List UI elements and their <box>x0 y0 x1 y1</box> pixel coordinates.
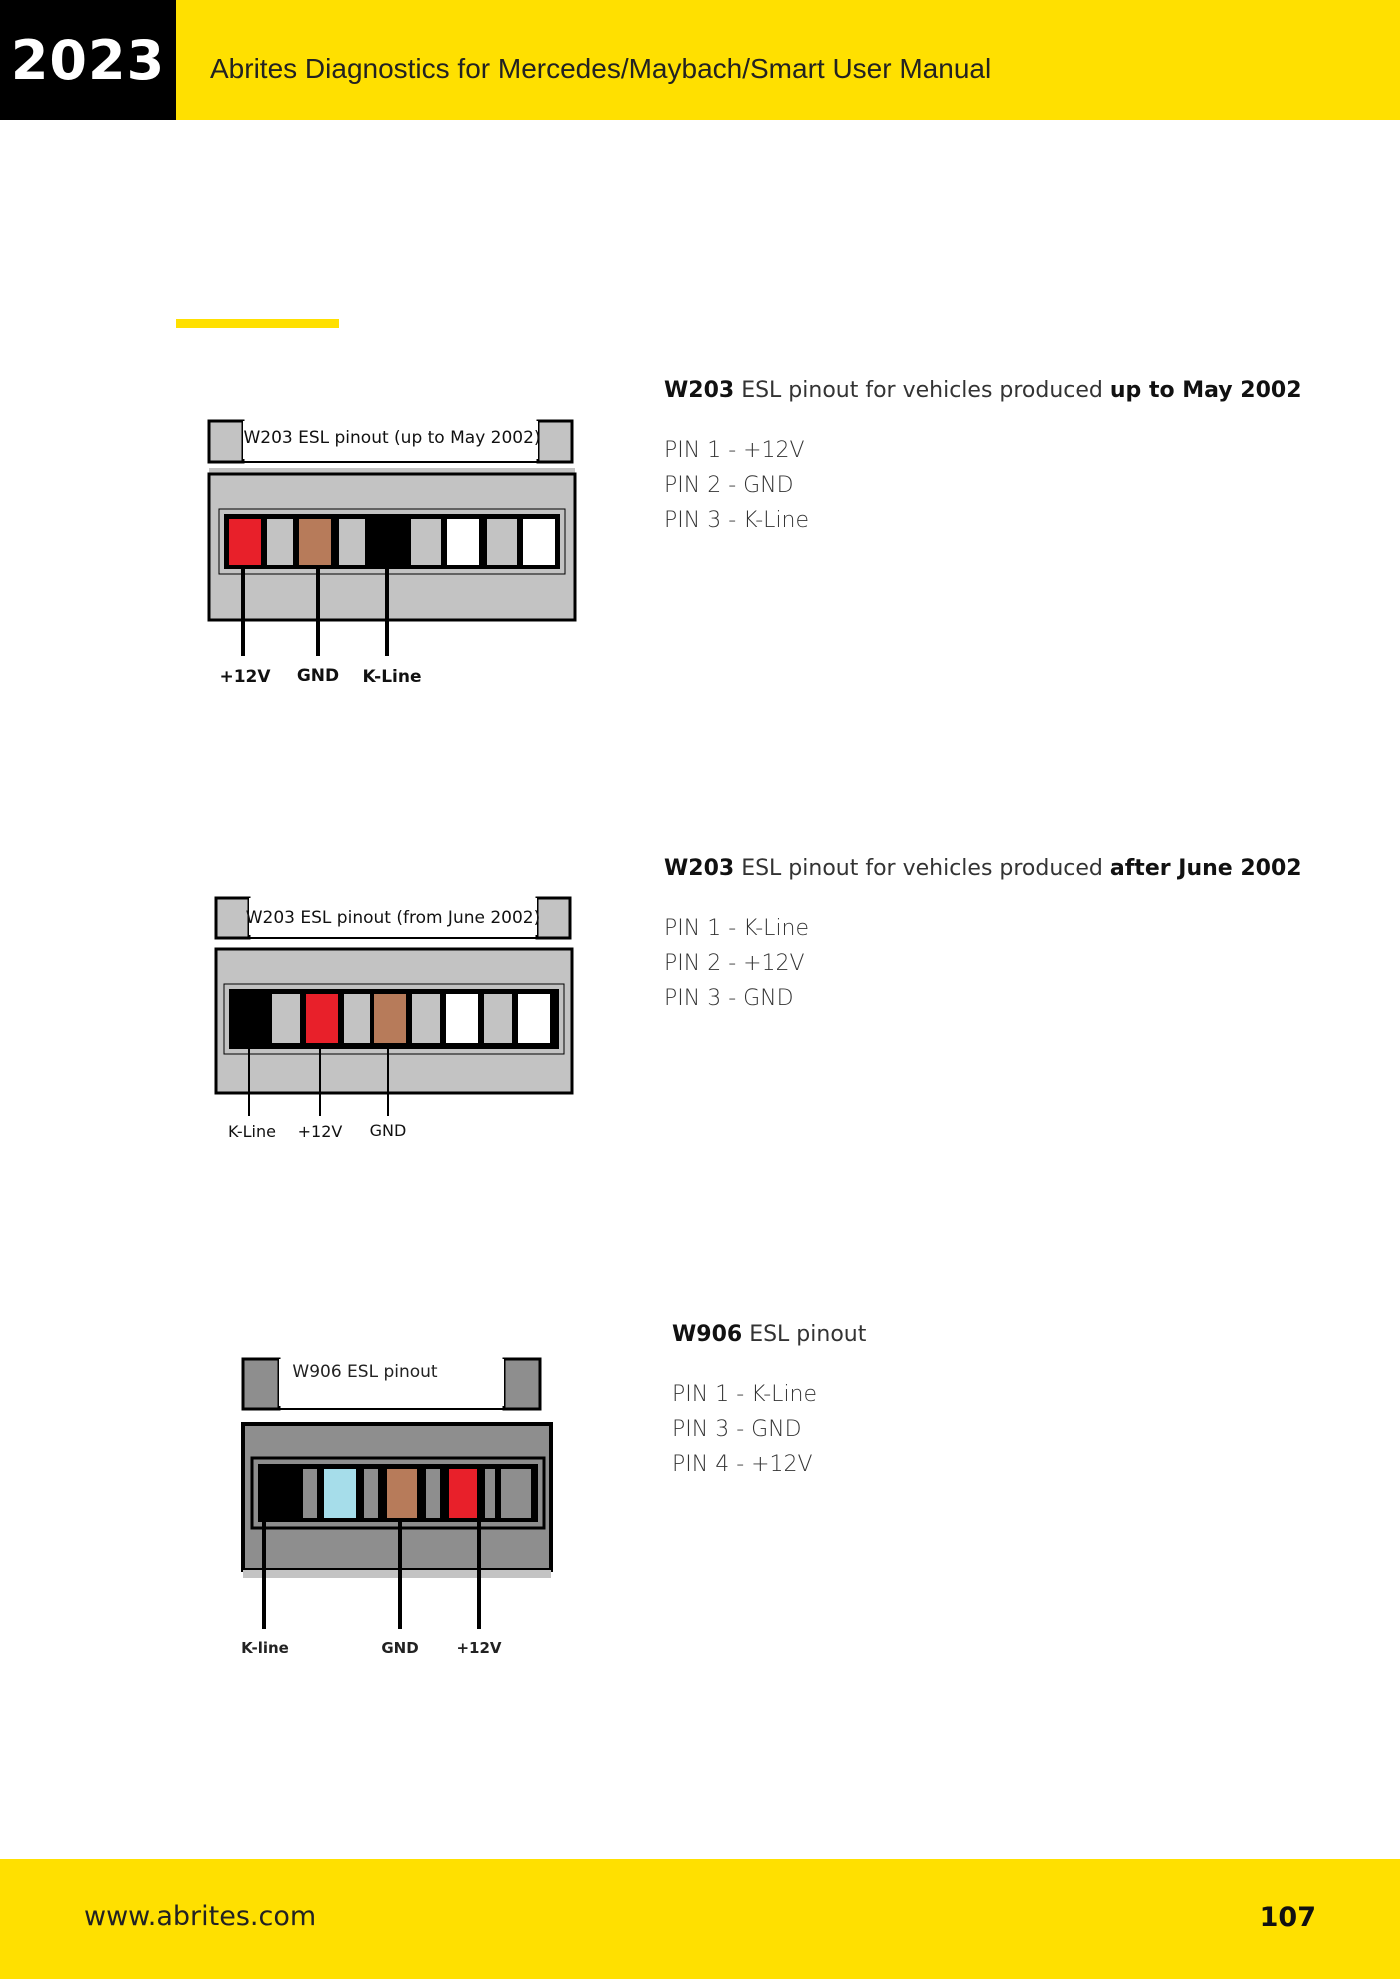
model-name: W203 <box>664 856 735 881</box>
pinout-diagram-w203-late: W203 ESL pinout (from June 2002) K-Line … <box>212 894 582 1144</box>
section-heading: W203 ESL pinout for vehicles produced up… <box>664 378 1302 403</box>
diagram-caption: W203 ESL pinout (up to May 2002) <box>243 428 540 448</box>
production-period: up to May 2002 <box>1109 378 1302 403</box>
document-title: Abrites Diagnostics for Mercedes/Maybach… <box>210 53 992 84</box>
pinout-diagram-w203-early: W203 ESL pinout (up to May 2002) +12V GN… <box>205 416 585 696</box>
pin-assignment: PIN 1 - K-Line <box>672 1382 818 1407</box>
pinout-info-w203-late: W203 ESL pinout for vehicles produced af… <box>664 856 1302 1016</box>
model-name: W203 <box>664 378 735 403</box>
pin-label: K-line <box>241 1639 289 1657</box>
diagram-caption: W203 ESL pinout (from June 2002) <box>246 908 541 928</box>
pin-label: GND <box>370 1121 407 1140</box>
pin-label: GND <box>381 1639 418 1657</box>
model-name: W906 <box>672 1322 743 1347</box>
pin-assignment: PIN 1 - +12V <box>664 438 805 463</box>
pin-label: +12V <box>456 1639 501 1657</box>
pinout-info-w203-early: W203 ESL pinout for vehicles produced up… <box>664 378 1302 538</box>
year-badge: 2023 <box>0 0 176 120</box>
pinout-diagram-w906: W906 ESL pinout K-line GND +12V <box>238 1354 558 1664</box>
section-accent-bar <box>176 319 339 328</box>
pin-assignment: PIN 3 - K-Line <box>664 508 810 533</box>
pin-label: GND <box>297 666 339 686</box>
page-header: 2023 Abrites Diagnostics for Mercedes/Ma… <box>0 0 1400 120</box>
website-link[interactable]: www.abrites.com <box>84 1901 317 1932</box>
pin-assignment: PIN 3 - GND <box>664 986 794 1011</box>
production-period: after June 2002 <box>1109 856 1302 881</box>
pin-label: +12V <box>219 667 271 687</box>
pin-assignment: PIN 2 - GND <box>664 473 794 498</box>
page-footer: www.abrites.com 107 <box>0 1859 1400 1979</box>
pin-assignment: PIN 3 - GND <box>672 1417 802 1442</box>
section-heading: W203 ESL pinout for vehicles produced af… <box>664 856 1302 881</box>
pin-assignment: PIN 2 - +12V <box>664 951 805 976</box>
pinout-info-w906: W906 ESL pinout PIN 1 - K-Line PIN 3 - G… <box>672 1322 866 1482</box>
pin-assignment: PIN 4 - +12V <box>672 1452 813 1477</box>
pin-label: K-Line <box>228 1122 276 1141</box>
page-number: 107 <box>1259 1902 1316 1933</box>
pin-label: +12V <box>298 1122 343 1141</box>
pin-label: K-Line <box>362 667 421 687</box>
section-heading: W906 ESL pinout <box>672 1322 867 1347</box>
pin-assignment: PIN 1 - K-Line <box>664 916 810 941</box>
diagram-caption: W906 ESL pinout <box>292 1362 438 1382</box>
